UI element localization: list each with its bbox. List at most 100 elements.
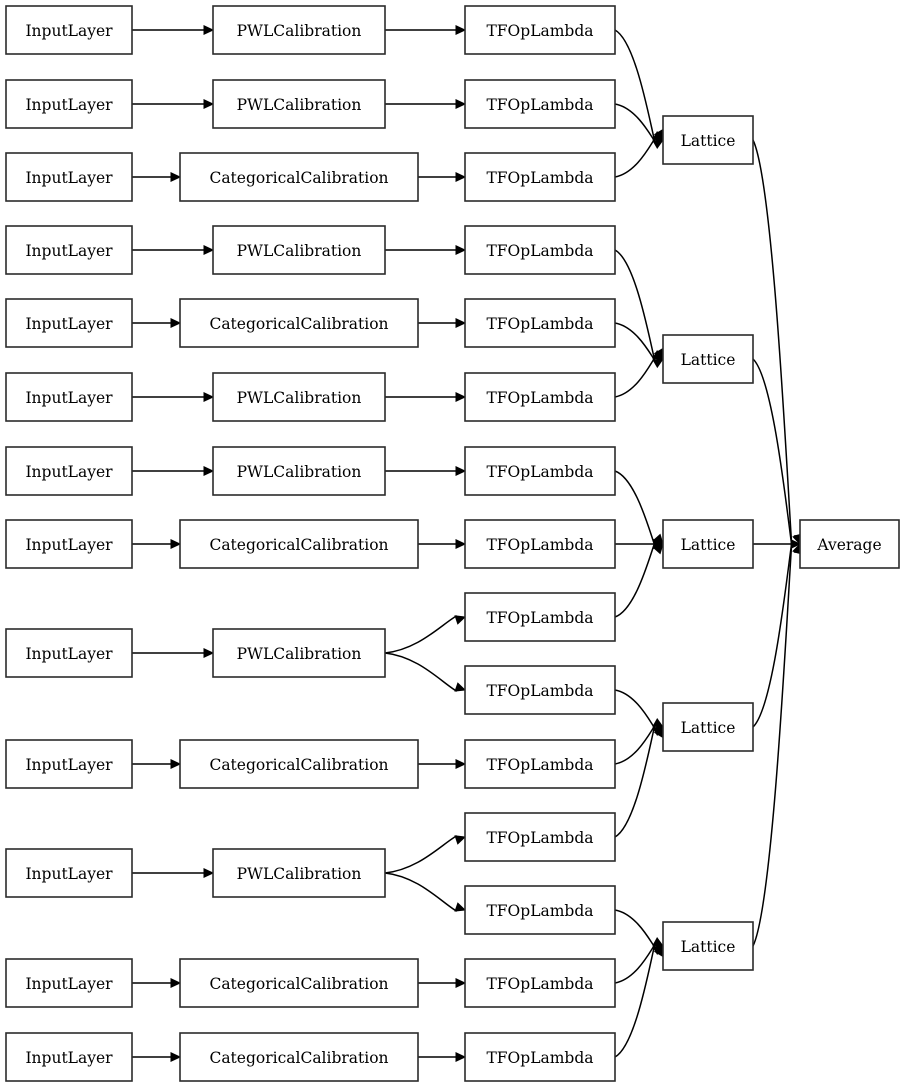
node-tfop-lambda-op7[interactable]: TFOpLambda: [464, 446, 616, 496]
node-tfop-lambda-op15[interactable]: TFOpLambda: [464, 1032, 616, 1082]
node-box[interactable]: [5, 79, 133, 129]
node-box[interactable]: [464, 5, 616, 55]
node-box[interactable]: [662, 921, 754, 971]
node-input-layer-in5[interactable]: InputLayer: [5, 298, 133, 348]
node-tfop-lambda-op10[interactable]: TFOpLambda: [464, 665, 616, 715]
node-input-layer-in6[interactable]: InputLayer: [5, 372, 133, 422]
node-box[interactable]: [662, 334, 754, 384]
node-box[interactable]: [212, 446, 386, 496]
node-box[interactable]: [464, 79, 616, 129]
node-categorical-calibration-cal10[interactable]: CategoricalCalibration: [179, 739, 419, 789]
node-box[interactable]: [464, 519, 616, 569]
node-label: TFOpLambda: [486, 96, 593, 114]
node-tfop-lambda-op3[interactable]: TFOpLambda: [464, 152, 616, 202]
node-input-layer-in2[interactable]: InputLayer: [5, 79, 133, 129]
node-lattice-lat1[interactable]: Lattice: [662, 115, 754, 165]
node-box[interactable]: [179, 519, 419, 569]
node-box[interactable]: [5, 958, 133, 1008]
edge-line: [384, 872, 458, 912]
node-pwlcalibration-cal11[interactable]: PWLCalibration: [212, 848, 386, 898]
node-box[interactable]: [464, 885, 616, 935]
node-lattice-lat2[interactable]: Lattice: [662, 334, 754, 384]
node-box[interactable]: [464, 958, 616, 1008]
node-box[interactable]: [5, 628, 133, 678]
node-lattice-lat4[interactable]: Lattice: [662, 702, 754, 752]
node-pwlcalibration-cal4[interactable]: PWLCalibration: [212, 225, 386, 275]
node-box[interactable]: [662, 519, 754, 569]
node-box[interactable]: [212, 372, 386, 422]
node-box[interactable]: [212, 628, 386, 678]
node-box[interactable]: [5, 225, 133, 275]
edge-input-layer-to-pwlcalibration: [132, 25, 215, 35]
node-box[interactable]: [464, 298, 616, 348]
node-label: Lattice: [681, 938, 736, 956]
node-box[interactable]: [662, 115, 754, 165]
node-box[interactable]: [5, 1032, 133, 1082]
node-input-layer-in11[interactable]: InputLayer: [5, 848, 133, 898]
node-box[interactable]: [5, 519, 133, 569]
node-tfop-lambda-op4[interactable]: TFOpLambda: [464, 225, 616, 275]
node-box[interactable]: [464, 152, 616, 202]
node-box[interactable]: [179, 298, 419, 348]
node-average-avg[interactable]: Average: [799, 519, 900, 569]
node-box[interactable]: [179, 1032, 419, 1082]
node-label: TFOpLambda: [486, 389, 593, 407]
node-box[interactable]: [5, 739, 133, 789]
node-categorical-calibration-cal5[interactable]: CategoricalCalibration: [179, 298, 419, 348]
node-categorical-calibration-cal13[interactable]: CategoricalCalibration: [179, 1032, 419, 1082]
node-tfop-lambda-op8[interactable]: TFOpLambda: [464, 519, 616, 569]
node-input-layer-in9[interactable]: InputLayer: [5, 628, 133, 678]
node-box[interactable]: [464, 665, 616, 715]
node-lattice-lat5[interactable]: Lattice: [662, 921, 754, 971]
node-input-layer-in13[interactable]: InputLayer: [5, 1032, 133, 1082]
node-box[interactable]: [179, 958, 419, 1008]
node-categorical-calibration-cal3[interactable]: CategoricalCalibration: [179, 152, 419, 202]
node-input-layer-in8[interactable]: InputLayer: [5, 519, 133, 569]
node-box[interactable]: [464, 372, 616, 422]
node-input-layer-in1[interactable]: InputLayer: [5, 5, 133, 55]
node-tfop-lambda-op11[interactable]: TFOpLambda: [464, 739, 616, 789]
edge-pwlcalibration-to-tfop-lambda: [385, 245, 467, 255]
node-box[interactable]: [464, 225, 616, 275]
node-input-layer-in3[interactable]: InputLayer: [5, 152, 133, 202]
node-categorical-calibration-cal12[interactable]: CategoricalCalibration: [179, 958, 419, 1008]
node-input-layer-in10[interactable]: InputLayer: [5, 739, 133, 789]
node-input-layer-in12[interactable]: InputLayer: [5, 958, 133, 1008]
node-tfop-lambda-op14[interactable]: TFOpLambda: [464, 958, 616, 1008]
node-box[interactable]: [212, 225, 386, 275]
node-box[interactable]: [5, 152, 133, 202]
node-box[interactable]: [5, 446, 133, 496]
node-box[interactable]: [212, 79, 386, 129]
node-box[interactable]: [464, 812, 616, 862]
node-box[interactable]: [464, 592, 616, 642]
node-box[interactable]: [5, 5, 133, 55]
node-box[interactable]: [464, 739, 616, 789]
node-box[interactable]: [662, 702, 754, 752]
node-lattice-lat3[interactable]: Lattice: [662, 519, 754, 569]
node-pwlcalibration-cal1[interactable]: PWLCalibration: [212, 5, 386, 55]
node-box[interactable]: [212, 5, 386, 55]
node-tfop-lambda-op12[interactable]: TFOpLambda: [464, 812, 616, 862]
node-input-layer-in4[interactable]: InputLayer: [5, 225, 133, 275]
node-box[interactable]: [464, 446, 616, 496]
node-tfop-lambda-op9[interactable]: TFOpLambda: [464, 592, 616, 642]
node-categorical-calibration-cal8[interactable]: CategoricalCalibration: [179, 519, 419, 569]
node-box[interactable]: [212, 848, 386, 898]
node-box[interactable]: [5, 372, 133, 422]
node-tfop-lambda-op13[interactable]: TFOpLambda: [464, 885, 616, 935]
node-pwlcalibration-cal7[interactable]: PWLCalibration: [212, 446, 386, 496]
node-box[interactable]: [179, 739, 419, 789]
node-tfop-lambda-op5[interactable]: TFOpLambda: [464, 298, 616, 348]
node-pwlcalibration-cal2[interactable]: PWLCalibration: [212, 79, 386, 129]
node-box[interactable]: [5, 848, 133, 898]
node-box[interactable]: [799, 519, 900, 569]
node-tfop-lambda-op2[interactable]: TFOpLambda: [464, 79, 616, 129]
node-box[interactable]: [464, 1032, 616, 1082]
node-box[interactable]: [5, 298, 133, 348]
node-input-layer-in7[interactable]: InputLayer: [5, 446, 133, 496]
node-pwlcalibration-cal6[interactable]: PWLCalibration: [212, 372, 386, 422]
node-tfop-lambda-op6[interactable]: TFOpLambda: [464, 372, 616, 422]
node-box[interactable]: [179, 152, 419, 202]
node-pwlcalibration-cal9[interactable]: PWLCalibration: [212, 628, 386, 678]
node-tfop-lambda-op1[interactable]: TFOpLambda: [464, 5, 616, 55]
